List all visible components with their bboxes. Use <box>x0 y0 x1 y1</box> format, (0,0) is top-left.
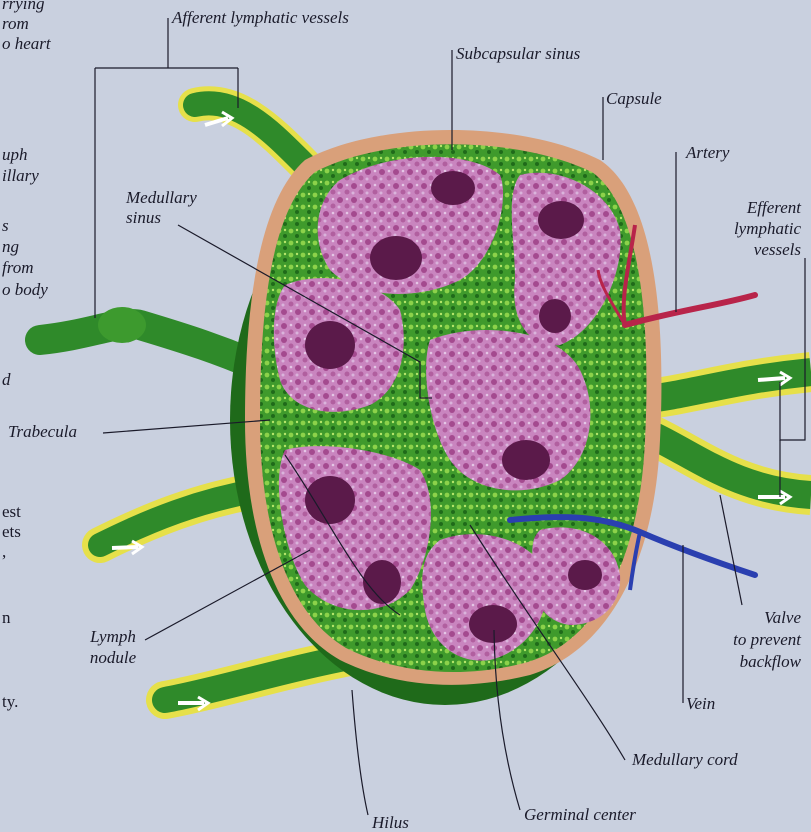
label-efferent-lymphatic-vessels: Efferent <box>747 198 801 217</box>
afferent-vessel-lower-left <box>100 490 260 554</box>
margin-text: ets <box>2 522 21 542</box>
afferent-vessel-left <box>40 307 255 365</box>
margin-text: ty. <box>2 692 18 712</box>
label-germinal-center: Germinal center <box>524 805 636 824</box>
label-valve: Valve <box>764 608 801 627</box>
margin-text: ng <box>2 237 19 257</box>
margin-text: est <box>2 502 21 522</box>
label-subcapsular-sinus: Subcapsular sinus <box>456 44 580 63</box>
margin-text: rrying <box>2 0 45 14</box>
margin-text: s <box>2 216 9 236</box>
label-lymph-nodule: nodule <box>78 648 148 667</box>
afferent-vessel-bottom-left <box>165 655 360 710</box>
margin-text: o heart <box>2 34 51 54</box>
margin-text: , <box>2 542 6 562</box>
label-afferent-lymphatic-vessels: Afferent lymphatic vessels <box>172 8 349 27</box>
margin-text: uph <box>2 145 28 165</box>
margin-text: d <box>2 370 11 390</box>
margin-text: illary <box>2 166 39 186</box>
efferent-vessels <box>640 372 811 504</box>
label-medullary-sinus: Medullary <box>126 188 197 207</box>
label-medullary-sinus: sinus <box>126 208 161 227</box>
label-valve: backflow <box>740 652 801 671</box>
margin-text: o body <box>2 280 48 300</box>
label-valve: to prevent <box>733 630 801 649</box>
label-trabecula: Trabecula <box>8 422 77 441</box>
label-capsule: Capsule <box>606 89 662 108</box>
margin-text: n <box>2 608 11 628</box>
label-efferent-lymphatic-vessels: vessels <box>754 240 801 259</box>
label-vein: Vein <box>686 694 715 713</box>
label-lymph-nodule: Lymph <box>78 627 148 646</box>
label-hilus: Hilus <box>372 813 409 832</box>
margin-text: from <box>2 258 34 278</box>
label-efferent-lymphatic-vessels: lymphatic <box>734 219 801 238</box>
margin-text: rom <box>2 14 29 34</box>
label-artery: Artery <box>686 143 729 162</box>
label-medullary-cord: Medullary cord <box>632 750 738 769</box>
